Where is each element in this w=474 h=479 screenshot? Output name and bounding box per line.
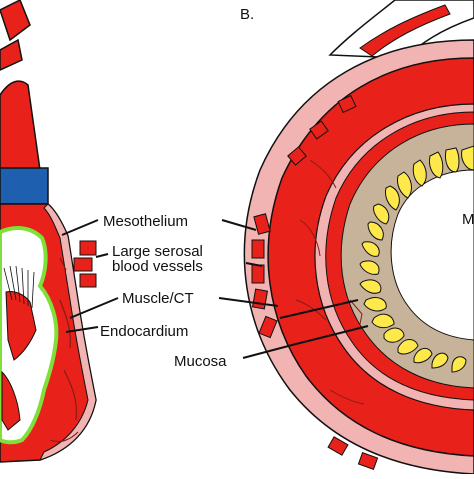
heart-coronary-vessels (49, 257, 79, 443)
label-large-serosal-2: blood vessels (112, 258, 203, 275)
label-clipped-letter: M (462, 211, 474, 228)
lumen (390, 169, 474, 341)
label-large-serosal-1: Large serosal (112, 243, 203, 260)
leader-lines (61, 219, 369, 359)
trabeculae (1, 370, 21, 431)
serosal-vessel (73, 257, 93, 272)
panel-b-label: B. (240, 6, 254, 23)
pericardium-band (0, 167, 49, 205)
chordae-tendineae (3, 265, 35, 309)
wall-vessels (295, 159, 365, 405)
heart-top-vessel (0, 38, 23, 71)
mesentery-vessel (359, 4, 451, 57)
label-mesothelium: Mesothelium (103, 213, 188, 230)
panel-b-intestine (243, 0, 474, 475)
serosal-vessel (79, 240, 97, 256)
panel-a-heart (0, 0, 97, 463)
epicardium-rim (39, 203, 97, 461)
heart-great-vessel (0, 80, 41, 171)
label-mucosa: Mucosa (174, 353, 227, 370)
label-endocardium: Endocardium (100, 323, 188, 340)
villi (359, 145, 474, 373)
serosal-vessel (79, 273, 97, 288)
label-muscle-ct: Muscle/CT (122, 290, 194, 307)
heart-top-vessel (0, 0, 31, 42)
serosal-vessels (251, 94, 379, 471)
